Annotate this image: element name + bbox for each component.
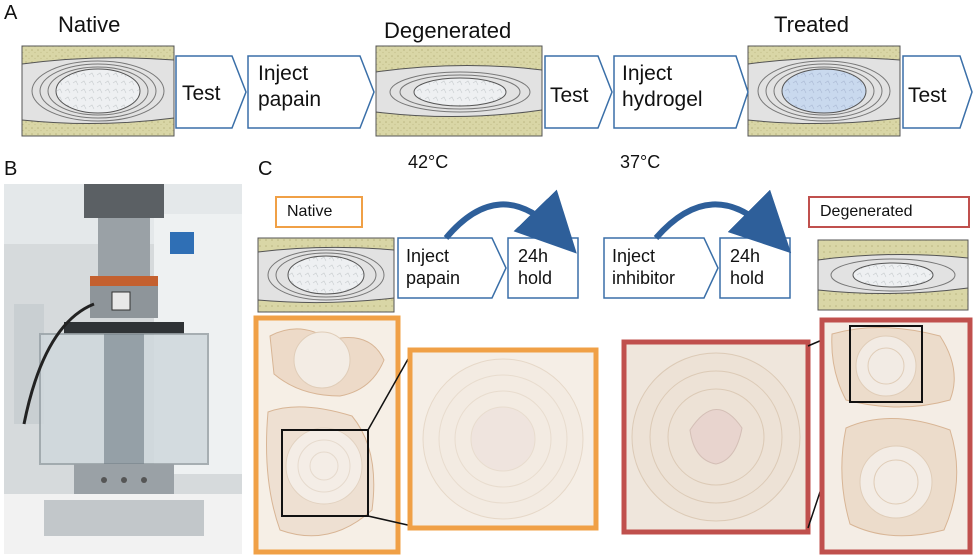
step-label-test-2: Test <box>550 84 589 107</box>
step-label-inject-papain-line2: papain <box>258 88 321 111</box>
step-arrow-inject-papain <box>247 55 375 129</box>
step-arrow-test-2 <box>544 55 613 129</box>
panel-a-diagram: Test Inject papain Test Inject hydrogel Te… <box>21 45 973 137</box>
step-label-test-1: Test <box>182 82 221 105</box>
panel-letter-a: A <box>4 2 18 24</box>
step-arrow-c-inject-papain <box>397 237 507 299</box>
step-arrow-c-inject-inhibitor <box>603 237 719 299</box>
step-label-inject-hydrogel: Inject hydrogel <box>622 62 703 111</box>
native-zoom-region <box>281 429 369 517</box>
step-arrow-test-3 <box>902 55 973 129</box>
temperature-label-papain: 42°C <box>408 152 449 172</box>
native-disc-illustration <box>21 45 175 137</box>
native-disc-small-illustration <box>257 237 395 313</box>
degenerated-label-box: Degenerated <box>808 196 970 228</box>
curved-arrow-papain <box>443 189 577 254</box>
stage-label-degenerated: Degenerated <box>384 18 512 43</box>
panel-letter-c: C <box>258 158 273 180</box>
native-label-box: Native <box>275 196 363 228</box>
zoom-line-native-bottom <box>367 515 413 527</box>
panel-letter-b: B <box>4 158 18 180</box>
treated-disc-illustration <box>747 45 901 137</box>
degenerated-label-text: Degenerated <box>820 203 913 220</box>
step-label-inject-papain-line1: Inject <box>258 62 308 85</box>
degenerated-zoom-region <box>849 325 923 403</box>
zoom-line-native-top <box>367 351 413 431</box>
curved-arrow-inhibitor <box>653 189 792 254</box>
stage-label-treated: Treated <box>774 12 850 37</box>
step-arrow-test-1 <box>175 55 247 129</box>
step-arrow-inject-hydrogel <box>613 55 749 129</box>
temperature-label-inhibitor: 37°C <box>620 152 661 172</box>
step-label-inject-hydrogel-line1: Inject <box>622 62 672 85</box>
stage-label-native: Native <box>58 12 121 37</box>
native-specimen-photo <box>253 315 401 555</box>
degenerated-zoom-photo <box>621 339 811 535</box>
degenerated-disc-illustration <box>375 45 543 137</box>
step-label-inject-hydrogel-line2: hydrogel <box>622 88 703 111</box>
testing-rig-photo <box>4 184 242 554</box>
degenerated-disc-small-illustration <box>817 239 969 311</box>
degenerated-specimen-photo <box>819 317 973 555</box>
step-label-inject-papain: Inject papain <box>258 62 321 111</box>
native-label-text: Native <box>287 203 333 220</box>
native-zoom-photo <box>407 347 599 531</box>
step-label-test-3: Test <box>908 84 947 107</box>
